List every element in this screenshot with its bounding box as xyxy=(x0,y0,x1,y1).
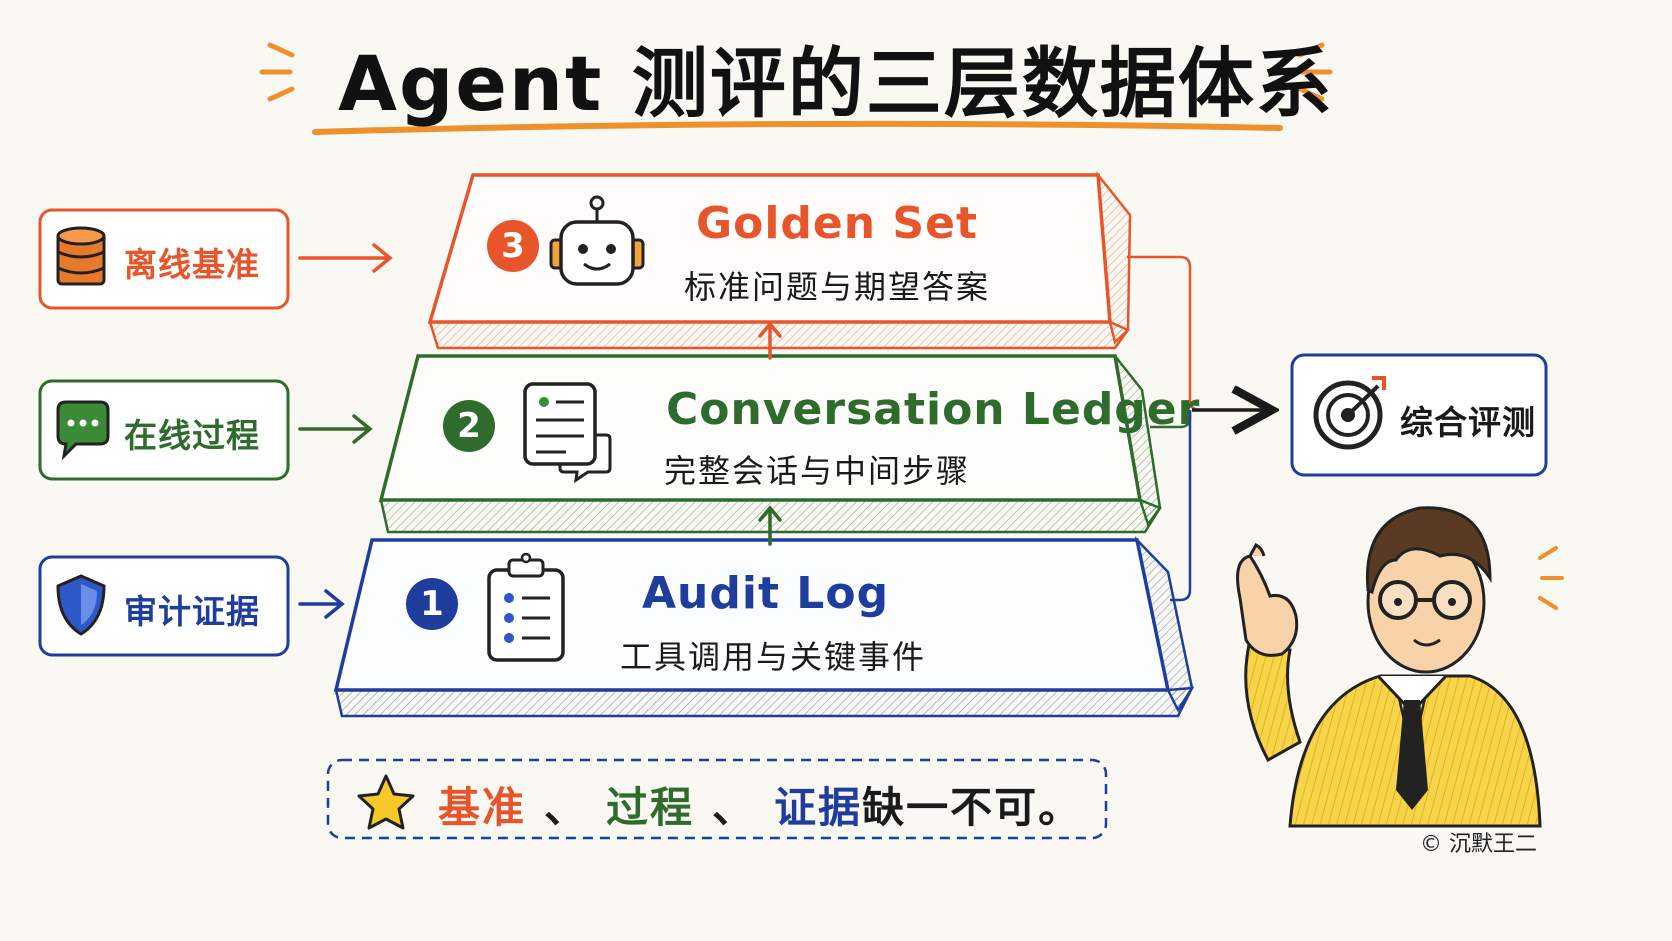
motto-box xyxy=(326,758,1108,840)
clipboard-list-icon xyxy=(487,552,565,662)
credit-watermark: © 沉默王二 xyxy=(1420,832,1537,857)
motto-sep-2: 、 xyxy=(712,783,757,832)
layer-subtitle-ledger: 完整会话与中间步骤 xyxy=(664,452,971,490)
presenter-character xyxy=(1236,506,1542,828)
layer-up-arrow-2 xyxy=(758,505,782,546)
shield-icon xyxy=(56,574,106,636)
document-chat-icon xyxy=(523,382,612,484)
layer-subtitle-golden-set: 标准问题与期望答案 xyxy=(684,268,991,306)
motto-sep-1: 、 xyxy=(544,783,589,832)
character-sparks xyxy=(1538,546,1564,610)
motto-tail: 缺一不可。 xyxy=(862,783,1083,832)
motto-part-benchmark: 基准 xyxy=(438,783,527,832)
layer-up-arrow-3 xyxy=(758,321,782,360)
layer-title-ledger: Conversation Ledger xyxy=(666,384,1201,435)
tag-label-audit: 审计证据 xyxy=(124,592,260,631)
layer-title-audit: Audit Log xyxy=(642,568,890,619)
tag-audit-box xyxy=(38,555,290,657)
tag-label-offline: 离线基准 xyxy=(124,245,260,284)
layer-subtitle-audit: 工具调用与关键事件 xyxy=(620,638,927,676)
target-icon xyxy=(1313,376,1386,450)
layer-title-golden-set: Golden Set xyxy=(696,198,978,249)
motto-part-process: 过程 xyxy=(606,783,695,832)
tag-arrows xyxy=(298,243,393,619)
title-sparks-right xyxy=(1297,42,1333,102)
title-underline xyxy=(312,120,1283,135)
robot-icon xyxy=(549,195,645,286)
star-icon xyxy=(357,774,415,830)
layer-audit-slab xyxy=(333,536,1195,718)
layer-number-3: 3 xyxy=(487,220,539,272)
motto-part-evidence: 证据 xyxy=(774,783,863,832)
evaluation-label: 综合评测 xyxy=(1400,403,1536,442)
page-title: Agent 测评的三层数据体系 xyxy=(338,39,1334,128)
chat-bubble-icon xyxy=(56,400,110,461)
database-icon xyxy=(56,226,106,286)
layer-number-1: 1 xyxy=(406,578,458,630)
motto-line: 基准、过程、证据缺一不可。 xyxy=(438,774,1082,835)
tag-label-online: 在线过程 xyxy=(124,416,260,455)
title-sparks-left xyxy=(259,42,295,102)
layer-ledger-slab xyxy=(378,354,1162,534)
layer-number-2: 2 xyxy=(443,400,495,452)
